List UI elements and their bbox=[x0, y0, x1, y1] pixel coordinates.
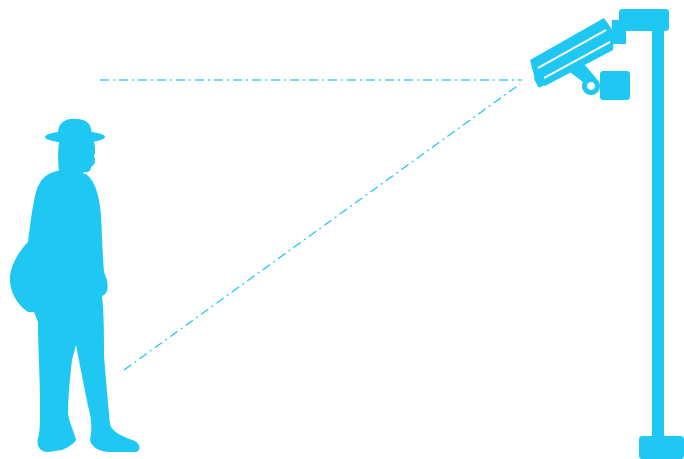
pole-shaft bbox=[652, 22, 664, 442]
person-with-hat-and-bag-icon bbox=[9, 118, 140, 452]
head bbox=[58, 138, 96, 178]
camera-stripe bbox=[537, 29, 607, 69]
pole-base bbox=[639, 436, 684, 459]
camera-pole-icon bbox=[612, 9, 684, 459]
view-line-diagonal bbox=[123, 83, 521, 371]
camera-stripe bbox=[543, 41, 611, 79]
camera-joint-hole bbox=[587, 82, 595, 90]
hat-crown bbox=[57, 118, 92, 136]
camera-body bbox=[530, 18, 614, 86]
camera-mount-plate bbox=[600, 71, 630, 100]
field-of-view-lines bbox=[100, 79, 522, 371]
security-camera-icon bbox=[530, 18, 630, 100]
pole-arm bbox=[612, 20, 626, 44]
body bbox=[9, 170, 140, 452]
